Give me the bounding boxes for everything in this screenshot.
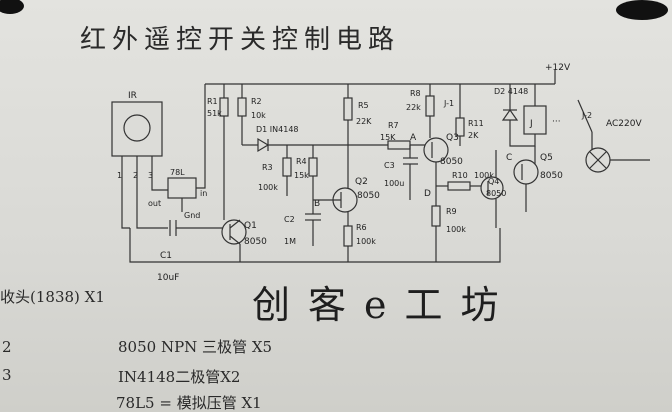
node-d-label: D	[424, 189, 431, 199]
relay-label: J	[529, 119, 533, 129]
r4-value: 15k	[294, 171, 309, 180]
q3-value: 8050	[440, 157, 463, 167]
q4	[480, 176, 504, 200]
q4-label: Q4	[488, 177, 499, 186]
ir-pin-label-3: 3	[148, 171, 153, 180]
r9	[431, 205, 441, 227]
r3	[282, 157, 292, 177]
r10-label: R10	[452, 171, 468, 180]
ir-label: IR	[128, 91, 137, 101]
brand-label: 创客e工坊	[252, 283, 517, 327]
c3-label: C3	[384, 161, 395, 170]
ir-pin-label-1: 1	[117, 171, 122, 180]
r9-value: 100k	[446, 225, 466, 234]
lamp-x2	[589, 151, 607, 169]
relay-coil	[523, 105, 547, 135]
bom-item-1: 收头(1838) X1	[0, 288, 105, 306]
q1-emitter	[229, 235, 241, 245]
r2-value: 10k	[251, 111, 266, 120]
c1-label: C1	[160, 251, 172, 261]
q2-value: 8050	[357, 191, 380, 201]
ground-rail	[129, 228, 501, 263]
r5-label: R5	[358, 101, 369, 110]
corner-blob-right	[616, 0, 668, 20]
node-c-label: C	[506, 153, 512, 163]
q1-label: Q1	[244, 221, 257, 231]
r3-value: 100k	[258, 183, 278, 192]
wire-ir-gnd	[121, 170, 130, 229]
corner-blob-left	[0, 0, 24, 14]
r11-label: R11	[468, 119, 484, 128]
r7-value: 15K	[380, 133, 396, 142]
c3-value: 100u	[384, 179, 404, 188]
wire-reg-rail	[196, 84, 206, 189]
d2	[501, 108, 519, 121]
j1-label: J-1	[443, 99, 454, 108]
r9-label: R9	[446, 207, 457, 216]
r4-label: R4	[296, 157, 307, 166]
r8-label: R8	[410, 89, 421, 98]
node-b-label: B	[314, 199, 320, 209]
ac-label: AC220V	[606, 119, 642, 129]
r6-label: R6	[356, 223, 367, 232]
q1-value: 8050	[244, 237, 267, 247]
q3-label: Q3	[446, 133, 459, 143]
c2-value: 1M	[284, 237, 296, 246]
bom-item-2: 8050 NPN 三极管 X5	[118, 338, 272, 356]
r2	[237, 97, 247, 117]
q1-collector	[229, 219, 241, 229]
r7	[387, 140, 411, 150]
r8-value: 22k	[406, 103, 421, 112]
ir-pin-label-2: 2	[133, 171, 138, 180]
q4-value: 8050	[486, 189, 506, 198]
q1	[221, 219, 247, 245]
r1-label: R1	[207, 97, 218, 106]
wire-ir-c1	[136, 170, 168, 229]
regulator	[167, 177, 197, 199]
regulator-gnd-label: Gnd	[184, 211, 200, 220]
r4	[308, 157, 318, 177]
supply-label: +12V	[545, 63, 571, 73]
r5-value: 22K	[356, 117, 372, 126]
c2-label: C2	[284, 215, 295, 224]
d1	[257, 137, 270, 153]
r6	[343, 225, 353, 247]
relay-dots: ···	[552, 117, 561, 127]
r6-value: 100k	[356, 237, 376, 246]
j2-switch	[577, 99, 593, 133]
r3-label: R3	[262, 163, 273, 172]
q5-label: Q5	[540, 153, 553, 163]
r2-label: R2	[251, 97, 262, 106]
wire-ir-reg	[151, 170, 168, 191]
q2-label: Q2	[355, 177, 368, 187]
regulator-label: 78L	[170, 168, 185, 177]
node-a-label: A	[410, 133, 417, 143]
q5	[513, 159, 539, 185]
diagram-title: 红外遥控开关控制电路	[80, 25, 400, 55]
regulator-in-label: in	[200, 189, 207, 198]
regulator-out-label: out	[148, 199, 161, 208]
bom-item-3: IN4148二极管X2	[118, 368, 240, 386]
bom-item-4: 78L5 = 模拟压管 X1	[116, 394, 262, 412]
r10-value: 100k	[474, 171, 494, 180]
r7-label: R7	[388, 121, 399, 130]
q5-value: 8050	[540, 171, 563, 181]
r5	[343, 97, 353, 121]
r1-value: 51k	[207, 109, 222, 118]
d1-label: D1 IN4148	[256, 125, 299, 134]
r8	[425, 95, 435, 117]
bom-num-2: 2	[2, 338, 12, 356]
r11-value: 2K	[468, 131, 479, 140]
r10	[447, 181, 471, 191]
relay-bottom-wire	[509, 134, 536, 147]
bom-num-3: 3	[2, 366, 12, 384]
j2-label: J-2	[581, 111, 592, 120]
d2-label: D2 4148	[494, 87, 528, 96]
c1-value: 10uF	[157, 273, 179, 283]
ir-lens	[123, 114, 151, 142]
